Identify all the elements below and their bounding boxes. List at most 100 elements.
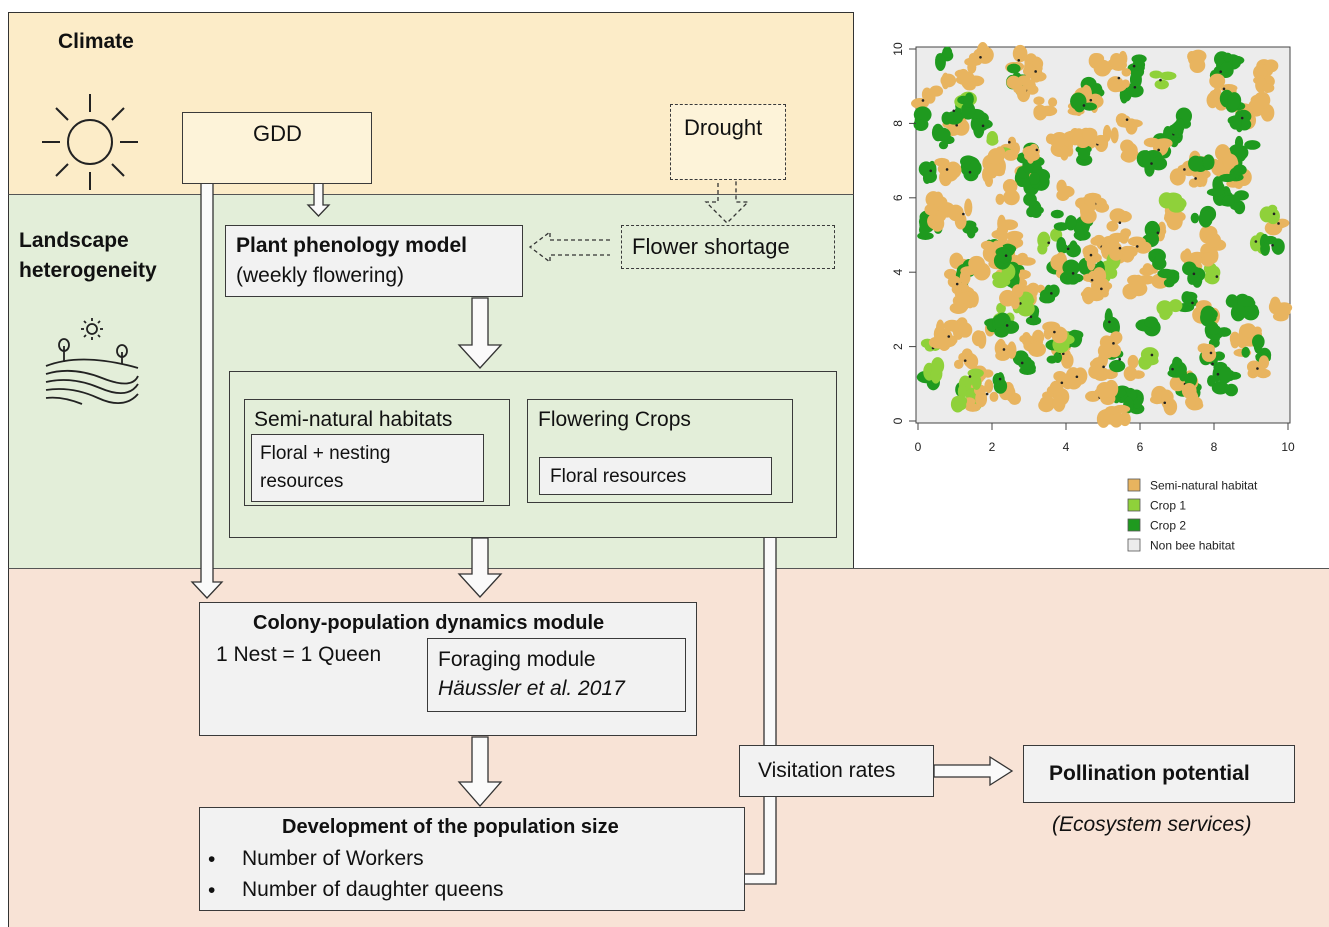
habitat-patch xyxy=(1164,192,1183,205)
flower-shortage-label: Flower shortage xyxy=(632,234,790,259)
habitat-patch xyxy=(1006,230,1024,241)
nest-point xyxy=(952,109,956,113)
habitat-patch xyxy=(1227,93,1240,111)
habitat-patch xyxy=(1220,84,1238,93)
habitat-patch xyxy=(1131,370,1145,379)
nest-point xyxy=(947,335,951,338)
nest-point xyxy=(1089,253,1093,257)
legend-label: Non bee habitat xyxy=(1150,539,1235,553)
nest-point xyxy=(929,169,933,173)
habitat-patch xyxy=(1212,86,1222,102)
nest-point xyxy=(1060,381,1064,385)
habitat-patch xyxy=(1247,368,1259,379)
nest-point xyxy=(1004,254,1008,257)
seminatural-resources-box: Floral + nesting resources xyxy=(251,434,484,502)
habitat-patch xyxy=(967,368,984,378)
habitat-patch xyxy=(1154,253,1165,267)
nest-point xyxy=(1117,76,1121,80)
population-title: Development of the population size xyxy=(282,816,619,838)
habitat-patch xyxy=(1050,209,1064,219)
habitat-patch xyxy=(925,191,942,208)
habitat-patch xyxy=(1105,406,1119,415)
legend-swatch xyxy=(1127,498,1141,512)
habitat-patch xyxy=(994,326,1009,338)
habitat-patch xyxy=(1008,64,1019,73)
nest-point xyxy=(1277,222,1280,225)
habitat-patch xyxy=(1159,71,1177,81)
habitat-patch xyxy=(1127,354,1139,369)
habitat-patch xyxy=(995,193,1005,205)
nest-point xyxy=(945,168,949,171)
arrow-phenology-to-habitats xyxy=(457,297,503,369)
nest-point xyxy=(1194,177,1197,180)
habitat-patch xyxy=(1020,301,1035,316)
arrow-shortage-to-phenology xyxy=(528,230,610,264)
nest-point xyxy=(1118,357,1121,361)
visitation-label: Visitation rates xyxy=(758,759,896,782)
habitat-patch xyxy=(1033,96,1045,105)
habitat-patch xyxy=(1088,364,1104,380)
habitat-patch xyxy=(1097,343,1115,359)
habitat-patch xyxy=(986,130,999,146)
habitat-patch xyxy=(1158,389,1174,405)
pollination-label: Pollination potential xyxy=(1049,762,1250,785)
nest-point xyxy=(1089,98,1093,102)
habitat-patch xyxy=(1240,323,1257,338)
habitat-patch xyxy=(1182,291,1198,302)
habitat-patch xyxy=(1156,300,1173,316)
habitat-patch xyxy=(1218,173,1236,183)
habitat-patch xyxy=(951,284,962,295)
habitat-patch xyxy=(1129,70,1142,89)
habitat-patch xyxy=(930,215,945,232)
habitat-patch xyxy=(1252,334,1265,350)
habitat-patch xyxy=(1094,202,1110,213)
nest-point xyxy=(1135,245,1139,248)
habitat-patch xyxy=(972,117,990,132)
nest-point xyxy=(1272,212,1276,216)
habitat-patch xyxy=(1056,236,1067,254)
habitat-patch xyxy=(944,161,962,179)
gdd-box: GDD xyxy=(182,112,372,184)
nest-point xyxy=(1053,330,1056,334)
habitat-patch xyxy=(1121,68,1132,77)
habitat-patch xyxy=(1263,235,1278,245)
habitat-patch xyxy=(957,384,967,400)
habitat-patch xyxy=(1102,316,1120,333)
nest-point xyxy=(1002,348,1006,351)
habitat-patch xyxy=(996,372,1005,389)
habitat-patch xyxy=(1012,44,1028,63)
habitat-patch xyxy=(1106,220,1119,232)
nest-point xyxy=(1035,148,1039,152)
habitat-patch xyxy=(1121,79,1130,89)
habitat-patch xyxy=(1052,394,1066,412)
nest-point xyxy=(1156,231,1160,235)
y-tick-label: 6 xyxy=(891,194,905,201)
nest-point xyxy=(1159,78,1162,82)
arrow-colony-to-population xyxy=(457,736,503,807)
habitat-patch xyxy=(1053,371,1067,382)
habitat-patch xyxy=(1079,203,1089,219)
foraging-reference: Häussler et al. 2017 xyxy=(438,677,625,700)
habitat-patch xyxy=(997,247,1012,264)
legend-label: Semi-natural habitat xyxy=(1150,479,1258,493)
nest-point xyxy=(1192,272,1196,276)
habitat-patch xyxy=(1163,126,1173,141)
habitat-patch xyxy=(1219,148,1231,158)
nest-point xyxy=(1256,367,1259,370)
habitat-patch xyxy=(1018,358,1035,370)
nest-point xyxy=(1125,118,1129,121)
habitat-patch xyxy=(1213,351,1225,361)
nest-point xyxy=(1090,278,1094,282)
habitat-patch xyxy=(1137,274,1155,285)
habitat-patch xyxy=(1039,293,1056,304)
habitat-patch xyxy=(1220,62,1233,73)
y-tick-label: 4 xyxy=(891,269,905,276)
habitat-patch xyxy=(1102,124,1112,142)
habitat-patch xyxy=(1066,215,1077,228)
arrow-visitation-to-pollination xyxy=(933,755,1014,787)
habitat-patch xyxy=(1084,252,1102,264)
nest-point xyxy=(1017,58,1021,62)
habitat-patch xyxy=(916,119,925,130)
habitat-patch xyxy=(1166,212,1183,231)
habitat-patch xyxy=(1229,115,1242,130)
